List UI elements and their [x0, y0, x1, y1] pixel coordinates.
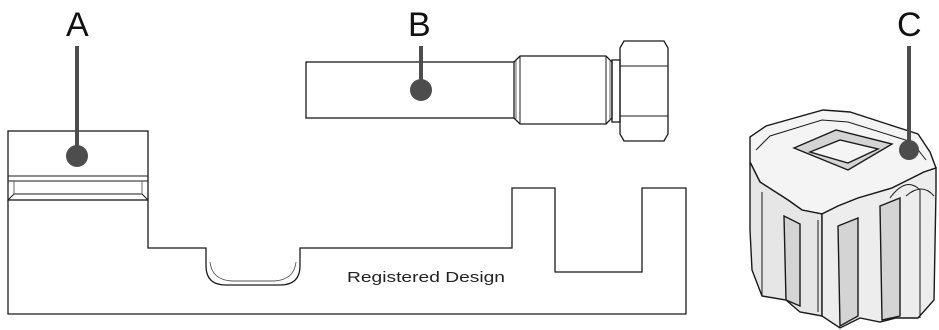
- callout-a: A: [66, 6, 89, 167]
- callout-b: B: [408, 6, 432, 101]
- pin-shaft: [305, 61, 515, 119]
- pin-collar: [611, 59, 621, 123]
- iso-groove-2: [837, 216, 859, 328]
- callout-a-label: A: [66, 6, 89, 44]
- callout-c-dot: [899, 140, 919, 160]
- iso-groove-1: [783, 214, 801, 308]
- iso-rounded-edge-2: [905, 188, 935, 197]
- callout-c-label: C: [897, 6, 922, 44]
- iso-groove-3: [879, 196, 901, 321]
- callout-a-dot: [66, 145, 88, 167]
- iso-rounded-edge-1: [889, 184, 921, 318]
- callout-b-label: B: [408, 6, 431, 44]
- base-plate-outline: [7, 187, 687, 315]
- callout-c: C: [897, 6, 922, 160]
- pin-part: [305, 40, 669, 142]
- base-plate: Registered Design: [7, 187, 687, 315]
- pin-hex-head: [619, 40, 669, 142]
- fixed-block-chamfer: [7, 193, 149, 201]
- engraving-text: Registered Design: [347, 269, 505, 286]
- callout-b-dot: [410, 79, 432, 101]
- iso-pocket-floor: [807, 139, 881, 164]
- cradle-inner-line: [209, 261, 297, 282]
- pin-neck: [513, 55, 613, 125]
- iso-block: [749, 109, 937, 329]
